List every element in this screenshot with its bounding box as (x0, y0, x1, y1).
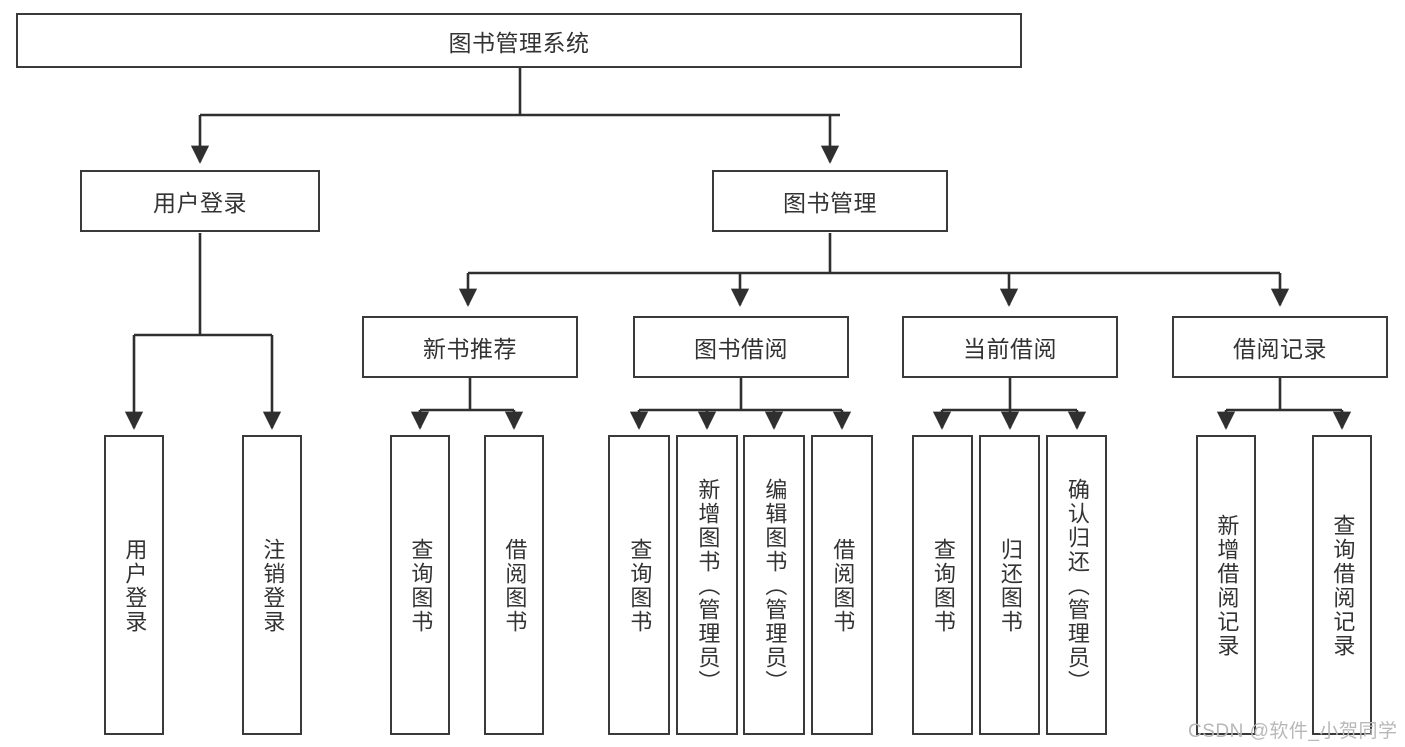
node-root[interactable]: 图书管理系统 (16, 13, 1022, 68)
leaf-new-book-query[interactable]: 查询图书 (390, 435, 450, 735)
leaf-label: 查询图书 (408, 538, 434, 634)
leaf-label: 查询借阅记录 (1330, 514, 1356, 658)
node-book-borrow-label: 图书借阅 (694, 336, 788, 362)
node-new-book-recommend-label: 新书推荐 (423, 336, 517, 362)
leaf-label: 新增借阅记录 (1214, 514, 1240, 658)
leaf-book-borrow-add[interactable]: 新增图书（管理员） (676, 435, 738, 735)
leaf-new-book-borrow[interactable]: 借阅图书 (484, 435, 544, 735)
leaf-label: 确认归还（管理员） (1064, 478, 1090, 694)
node-borrow-record-label: 借阅记录 (1233, 336, 1327, 362)
leaf-current-borrow-return[interactable]: 归还图书 (979, 435, 1040, 735)
leaf-book-borrow-query[interactable]: 查询图书 (608, 435, 670, 735)
node-book-borrow[interactable]: 图书借阅 (633, 316, 849, 378)
node-root-label: 图书管理系统 (448, 29, 590, 56)
node-book-management-label: 图书管理 (783, 190, 877, 216)
leaf-borrow-record-add[interactable]: 新增借阅记录 (1196, 435, 1256, 735)
node-book-management[interactable]: 图书管理 (712, 170, 948, 232)
leaf-label: 归还图书 (997, 538, 1023, 634)
leaf-borrow-record-query[interactable]: 查询借阅记录 (1312, 435, 1372, 735)
node-new-book-recommend[interactable]: 新书推荐 (362, 316, 578, 378)
leaf-label: 编辑图书（管理员） (762, 478, 788, 694)
leaf-label: 新增图书（管理员） (695, 478, 721, 694)
leaf-current-borrow-confirm-return[interactable]: 确认归还（管理员） (1046, 435, 1107, 735)
leaf-book-borrow-borrow[interactable]: 借阅图书 (811, 435, 873, 735)
leaf-label: 借阅图书 (830, 538, 856, 634)
leaf-user-login-logout[interactable]: 注销登录 (242, 435, 302, 735)
leaf-user-login-login[interactable]: 用户登录 (104, 435, 164, 735)
node-user-login[interactable]: 用户登录 (80, 170, 320, 232)
leaf-book-borrow-edit[interactable]: 编辑图书（管理员） (743, 435, 805, 735)
leaf-label: 借阅图书 (502, 538, 528, 634)
leaf-current-borrow-query[interactable]: 查询图书 (912, 435, 973, 735)
leaf-label: 查询图书 (627, 538, 653, 634)
node-user-login-label: 用户登录 (153, 190, 247, 216)
node-current-borrow-label: 当前借阅 (963, 336, 1057, 362)
leaf-label: 查询图书 (930, 538, 956, 634)
leaf-label: 用户登录 (122, 538, 148, 634)
leaf-label: 注销登录 (260, 538, 286, 634)
node-borrow-record[interactable]: 借阅记录 (1172, 316, 1388, 378)
watermark: CSDN @软件_小贺同学 (1188, 721, 1398, 742)
node-current-borrow[interactable]: 当前借阅 (902, 316, 1118, 378)
